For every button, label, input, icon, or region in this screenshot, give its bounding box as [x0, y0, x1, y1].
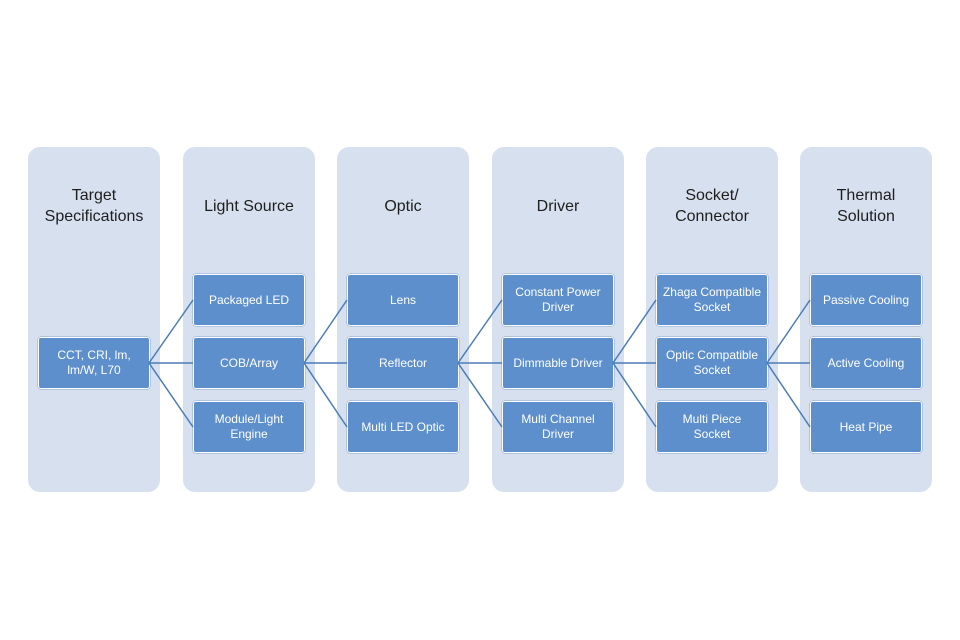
item-multi-led-optic: Multi LED Optic — [347, 401, 459, 453]
item-optic-compatible-socket: Optic Compatible Socket — [656, 337, 768, 389]
column-thermal-solution: Thermal Solution Passive Cooling Active … — [800, 147, 932, 492]
column-light-source: Light Source Packaged LED COB/Array Modu… — [183, 147, 315, 492]
item-target-specs: CCT, CRI, lm, lm/W, L70 — [38, 337, 150, 389]
item-multi-channel-driver: Multi Channel Driver — [502, 401, 614, 453]
item-constant-power-driver: Constant Power Driver — [502, 274, 614, 326]
item-multi-piece-socket: Multi Piece Socket — [656, 401, 768, 453]
item-module-light-engine: Module/Light Engine — [193, 401, 305, 453]
item-passive-cooling: Passive Cooling — [810, 274, 922, 326]
item-zhaga-compatible-socket: Zhaga Compatible Socket — [656, 274, 768, 326]
item-reflector: Reflector — [347, 337, 459, 389]
column-driver: Driver Constant Power Driver Dimmable Dr… — [492, 147, 624, 492]
column-title: Socket/ Connector — [675, 187, 749, 225]
column-socket-connector: Socket/ Connector Zhaga Compatible Socke… — [646, 147, 778, 492]
item-dimmable-driver: Dimmable Driver — [502, 337, 614, 389]
item-active-cooling: Active Cooling — [810, 337, 922, 389]
column-title: Driver — [536, 197, 580, 215]
column-target-specifications: Target Specifications CCT, CRI, lm, lm/W… — [28, 147, 160, 492]
column-title: Target Specifications — [44, 187, 144, 225]
item-cob-array: COB/Array — [193, 337, 305, 389]
item-lens: Lens — [347, 274, 459, 326]
column-optic: Optic Lens Reflector Multi LED Optic — [337, 147, 469, 492]
item-packaged-led: Packaged LED — [193, 274, 305, 326]
column-title: Thermal Solution — [836, 187, 896, 225]
column-title: Light Source — [204, 197, 294, 215]
column-title: Optic — [384, 197, 422, 215]
item-heat-pipe: Heat Pipe — [810, 401, 922, 453]
